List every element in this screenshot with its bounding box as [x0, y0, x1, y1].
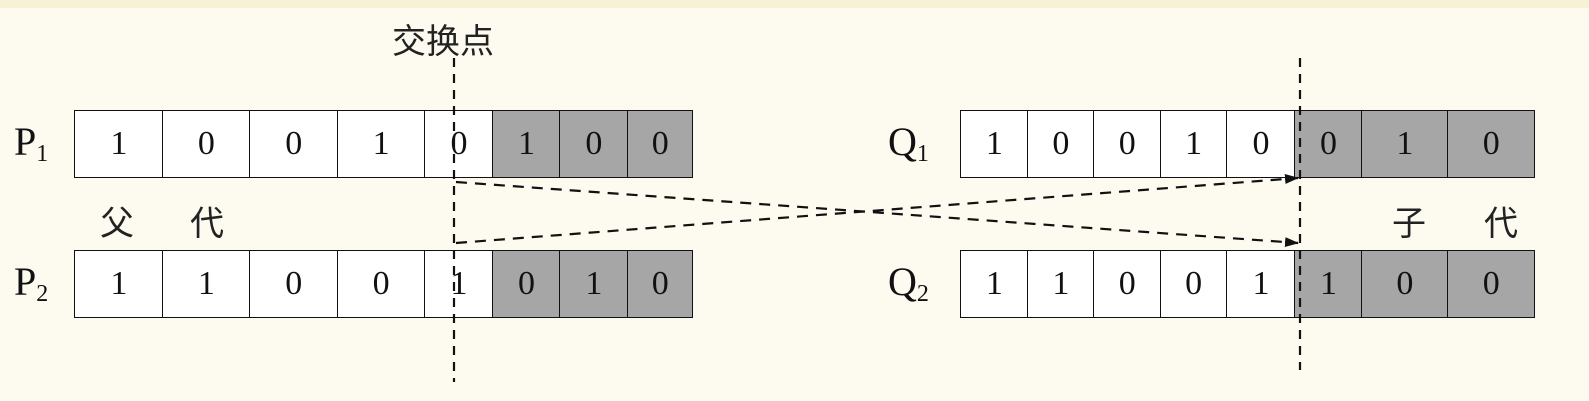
gene-cell: 1 — [960, 250, 1029, 318]
gene-cell: 0 — [1093, 110, 1162, 178]
row-letter: Q — [888, 119, 917, 164]
gene-cell: 0 — [1447, 110, 1536, 178]
row-index: 1 — [916, 141, 929, 167]
row-label-q2: Q2 — [888, 258, 929, 308]
gene-cell: 1 — [424, 250, 495, 318]
gene-cell: 0 — [627, 110, 694, 178]
gene-cell: 0 — [161, 110, 251, 178]
gene-cell: 1 — [74, 250, 164, 318]
gene-cell: 0 — [1294, 110, 1363, 178]
gene-cell: 0 — [627, 250, 694, 318]
row-letter: P — [14, 259, 37, 304]
row-label-p1: P1 — [14, 118, 48, 168]
gene-cell: 1 — [336, 110, 426, 178]
gene-cell: 0 — [1226, 110, 1297, 178]
gene-cell: 1 — [1159, 110, 1228, 178]
gene-cell: 1 — [1360, 110, 1449, 178]
gene-cell: 0 — [1360, 250, 1449, 318]
child-label-char-1: 子 — [1392, 204, 1426, 244]
parent-label-char-1: 父 — [100, 204, 134, 244]
crossover-point-label: 交换点 — [392, 22, 494, 62]
gene-cell: 0 — [1447, 250, 1536, 318]
gene-cell: 1 — [558, 250, 629, 318]
gene-cell: 0 — [1026, 110, 1095, 178]
gene-cell: 1 — [1294, 250, 1363, 318]
child-label-char-2: 代 — [1484, 204, 1518, 244]
gene-cell: 1 — [161, 250, 251, 318]
row-index: 2 — [916, 281, 929, 307]
row-index: 2 — [36, 281, 49, 307]
gene-cell: 0 — [249, 110, 339, 178]
parent-label-char-2: 代 — [190, 204, 224, 244]
gene-cell: 0 — [249, 250, 339, 318]
row-label-p2: P2 — [14, 258, 48, 308]
gene-cell: 0 — [424, 110, 495, 178]
gene-cell: 1 — [1026, 250, 1095, 318]
row-index: 1 — [36, 141, 49, 167]
arrow-p1-to-q2 — [455, 180, 1299, 248]
arrow-p2-to-q1 — [455, 174, 1299, 245]
row-letter: P — [14, 119, 37, 164]
row-letter: Q — [888, 259, 917, 304]
gene-cell: 0 — [1093, 250, 1162, 318]
gene-cell: 1 — [960, 110, 1029, 178]
gene-cell: 0 — [492, 250, 561, 318]
gene-cell: 0 — [336, 250, 426, 318]
top-band — [0, 0, 1589, 8]
gene-cell: 0 — [558, 110, 629, 178]
row-label-q1: Q1 — [888, 118, 929, 168]
gene-cell: 1 — [492, 110, 561, 178]
